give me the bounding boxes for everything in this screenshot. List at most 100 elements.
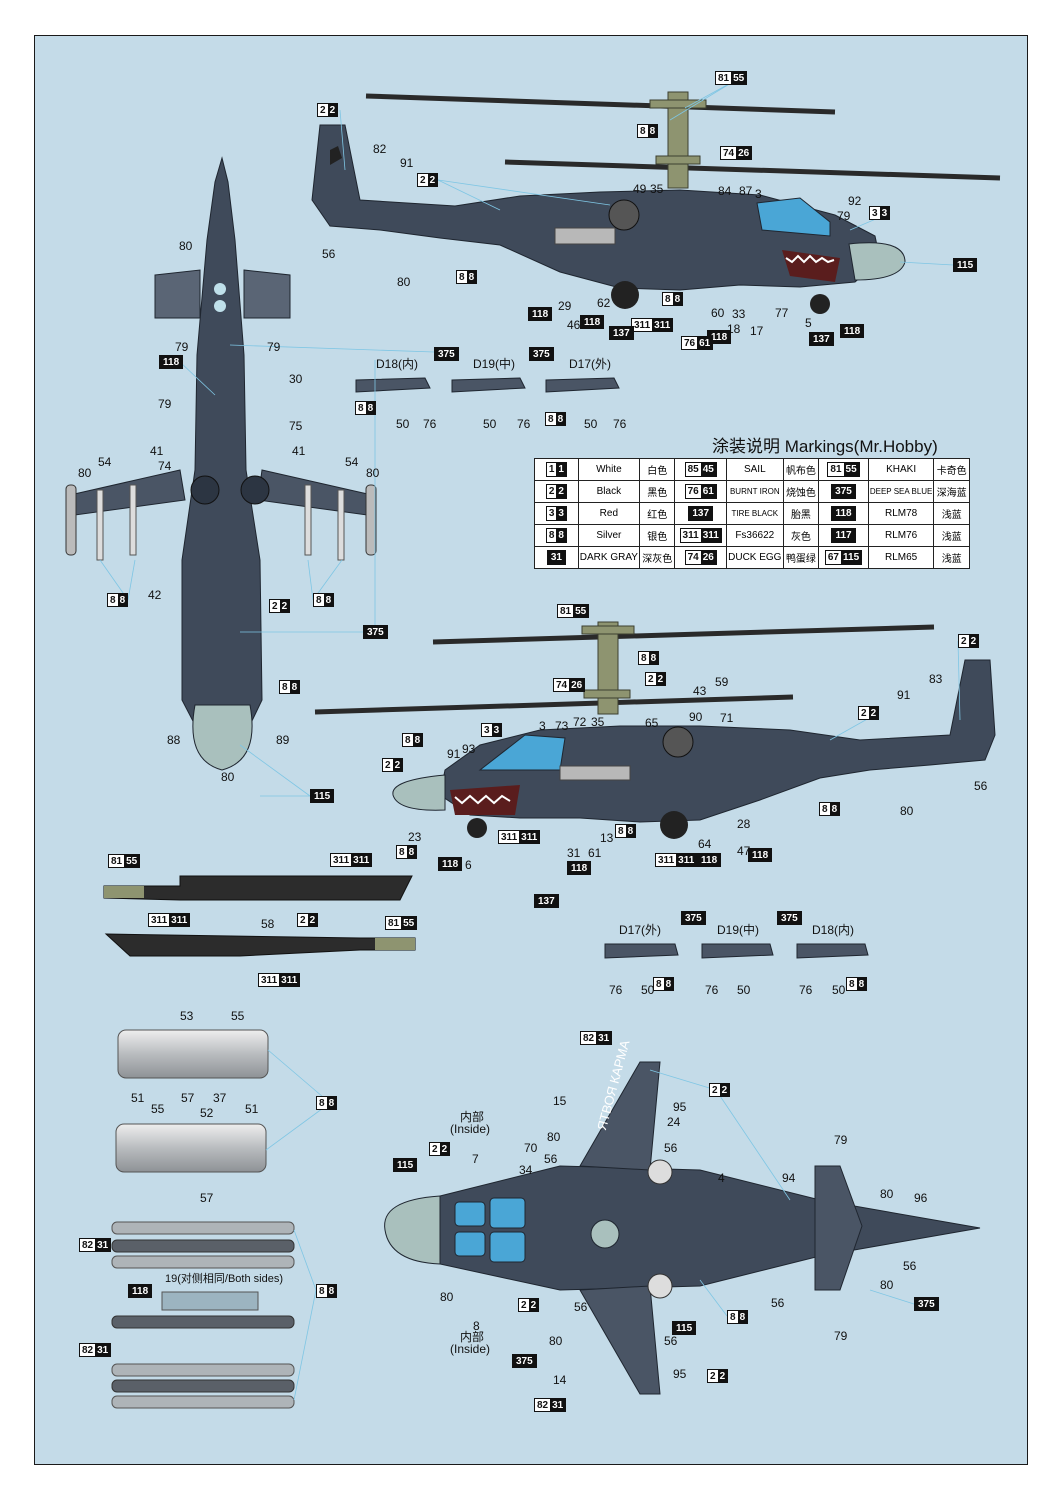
top-down-view <box>65 156 377 771</box>
callout-number: 80 <box>880 1187 894 1201</box>
callout-number: 62 <box>597 296 611 310</box>
paint-code-a: 3 <box>546 507 557 520</box>
paint-code-b: 8 <box>289 681 300 693</box>
paint-code-a: 2 <box>546 485 557 498</box>
paint-code-a: 2 <box>708 1370 718 1382</box>
markings-color-cn: 浅蓝 <box>933 524 970 547</box>
markings-color-en: KHAKI <box>867 458 935 481</box>
callout-number: 74 <box>158 459 172 473</box>
pod-label-d17-top: D17(外) <box>569 357 612 371</box>
paint-code-box: 31 <box>546 550 566 565</box>
paint-code-box: 375 <box>529 347 554 361</box>
paint-code-a: 8 <box>654 978 664 990</box>
paint-code-b: 8 <box>625 825 636 837</box>
callout-number: 3 <box>539 719 546 733</box>
paint-code-b: 2 <box>392 759 403 771</box>
callout-number: 56 <box>664 1334 678 1348</box>
pod-label-d19-mid: D19(中) <box>717 923 760 937</box>
callout-number: 83 <box>929 672 943 686</box>
paint-code-a: 8 <box>108 594 118 606</box>
callout-number: 57 <box>200 1191 214 1205</box>
callout-number: 64 <box>698 837 712 851</box>
paint-code-a: 82 <box>80 1239 96 1251</box>
markings-color-en: White <box>577 458 640 481</box>
callout-number: 42 <box>148 588 162 602</box>
callout-number: 76 <box>423 417 437 431</box>
leader-lines <box>99 79 961 1401</box>
callout-number: 55 <box>151 1102 165 1116</box>
paint-code-b: 31 <box>95 1239 111 1251</box>
paint-code-b: 2 <box>968 635 979 647</box>
paint-code-box: 118 <box>567 861 592 875</box>
paint-code-a: 82 <box>535 1399 551 1411</box>
paint-code-b: 2 <box>279 600 290 612</box>
paint-code-a: 311 <box>259 974 280 986</box>
paint-code-a: 2 <box>430 1143 440 1155</box>
markings-color-cn: 浅蓝 <box>933 546 970 569</box>
paint-code-b: 2 <box>327 104 338 116</box>
paint-code-a: 311 <box>680 529 701 542</box>
callout-number: 52 <box>200 1106 214 1120</box>
paint-code-box: 375 <box>777 911 802 925</box>
callout-number: 82 <box>373 142 387 156</box>
markings-color-cn: 卡奇色 <box>933 458 970 481</box>
callout-number: 80 <box>78 466 92 480</box>
both-sides-label: 19(对侧相同/Both sides) <box>165 1273 283 1285</box>
paint-code-a: 82 <box>581 1032 597 1044</box>
markings-color-en: Fs36622 <box>725 524 784 547</box>
callout-number: 72 <box>573 715 587 729</box>
paint-code-a: 8 <box>639 652 649 664</box>
paint-code-a: 2 <box>383 759 393 771</box>
side-view-left <box>314 621 996 839</box>
paint-code-b: 2 <box>439 1143 450 1155</box>
callout-number: 80 <box>179 239 193 253</box>
paint-code-b: 8 <box>556 529 566 542</box>
paint-code-box: 137 <box>688 506 714 521</box>
callout-number: 87 <box>739 184 753 198</box>
paint-code-a: 8 <box>546 529 557 542</box>
paint-code-a: 2 <box>959 635 969 647</box>
callout-number: 65 <box>645 716 659 730</box>
callout-number: 50 <box>641 983 655 997</box>
callout-number: 35 <box>650 182 664 196</box>
callout-number: 15 <box>553 1094 567 1108</box>
inside-label-top-en: (Inside) <box>450 1122 491 1136</box>
paint-code-a: 74 <box>554 679 570 691</box>
markings-color-cn: 深海蓝 <box>933 480 970 503</box>
callout-number: 94 <box>782 1171 796 1185</box>
paint-code-box: 375 <box>434 347 459 361</box>
paint-code-b: 2 <box>655 673 666 685</box>
paint-code-a: 2 <box>646 673 656 685</box>
callout-number: 79 <box>834 1133 848 1147</box>
markings-color-en: DEEP SEA BLUE <box>867 480 935 503</box>
paint-code-a: 2 <box>519 1299 529 1311</box>
paint-code-a: 74 <box>721 147 737 159</box>
callout-number: 84 <box>718 184 732 198</box>
callout-number: 80 <box>221 770 235 784</box>
paint-code-b: 311 <box>676 854 697 866</box>
paint-code-b: 31 <box>95 1344 111 1356</box>
